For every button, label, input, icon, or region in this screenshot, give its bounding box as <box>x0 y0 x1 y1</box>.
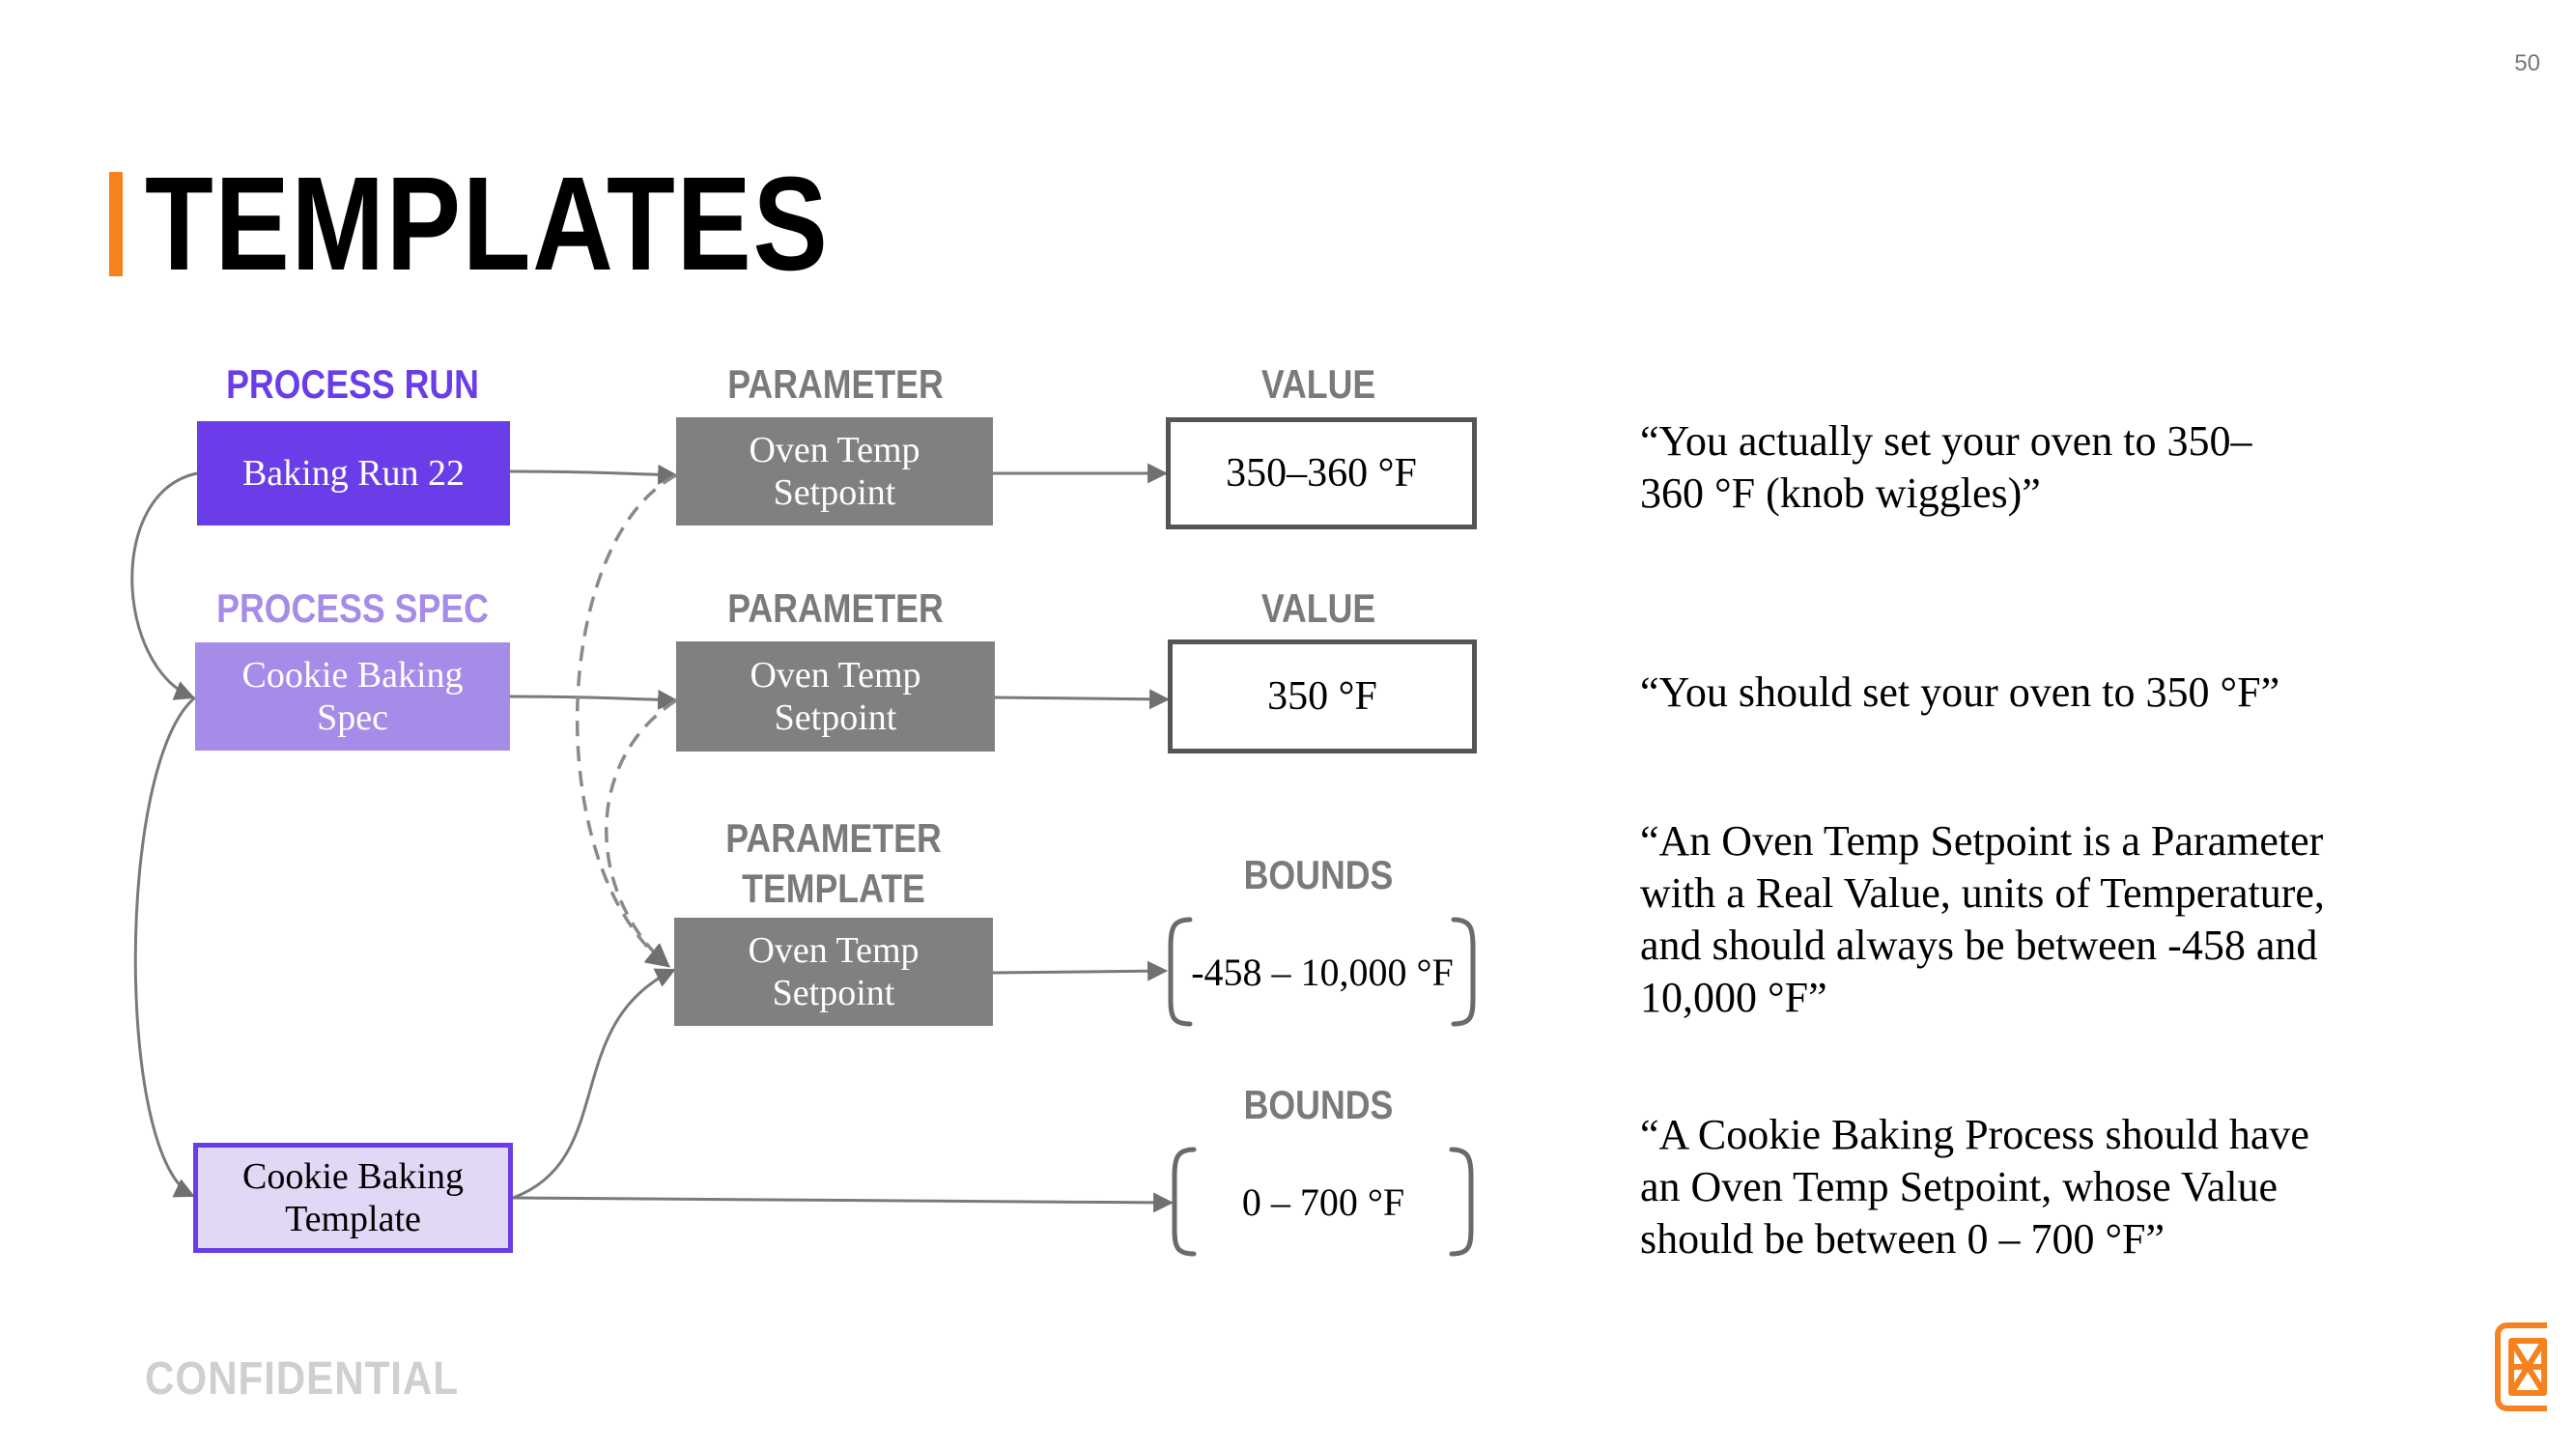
page-title: TEMPLATES <box>145 150 830 298</box>
value-run-box: 350–360 °F <box>1166 417 1477 529</box>
parameter-run-box: Oven Temp Setpoint <box>676 417 993 526</box>
parameter-run-label-line1: Oven Temp <box>749 430 920 470</box>
quote-run: “You actually set your oven to 350– 360 … <box>1640 415 2251 520</box>
quote-parameter-template-line4: 10,000 °F” <box>1640 974 1827 1021</box>
header-parameter-template: PARAMETER TEMPLATE <box>698 813 970 914</box>
quote-spec-line1: “You should set your oven to 350 °F” <box>1640 668 2280 716</box>
header-bounds: BOUNDS <box>1243 1082 1394 1127</box>
title-accent-bar <box>109 172 123 276</box>
dashed-run-param-to-template <box>576 473 677 968</box>
process-run-label: Baking Run 22 <box>241 453 466 494</box>
parameter-template-box: Oven Temp Setpoint <box>674 918 993 1026</box>
header-parameter-template-line1: PARAMETER <box>725 815 942 861</box>
arrow-spec-param-to-value <box>994 689 1171 710</box>
quote-parameter-template-line3: and should always be between -458 and <box>1640 922 2318 969</box>
arrow-template-to-param-template <box>512 968 676 1200</box>
parameter-spec-box: Oven Temp Setpoint <box>676 641 995 752</box>
process-spec-box: Cookie Baking Spec <box>195 642 510 751</box>
arrow-spec-to-template <box>133 696 196 1198</box>
parameter-spec-label-line2: Setpoint <box>774 697 897 738</box>
quote-run-line2: 360 °F (knob wiggles)” <box>1640 469 2041 517</box>
process-template-box: Cookie Baking Template <box>193 1143 513 1253</box>
bounds-param-right-bracket <box>1451 917 1476 1027</box>
header-parameter: PARAMETER <box>727 361 944 407</box>
quote-parameter-template-line1: “An Oven Temp Setpoint is a Parameter <box>1640 817 2324 865</box>
parameter-spec-label-line1: Oven Temp <box>750 655 921 696</box>
value-spec-text: 350 °F <box>1267 674 1377 719</box>
page-number: 50 <box>2514 50 2540 76</box>
arrow-run-to-spec <box>130 471 198 700</box>
header-value: VALUE <box>1260 361 1376 407</box>
process-template-label-line1: Cookie Baking <box>241 1156 465 1197</box>
bounds-param-text: -458 – 10,000 °F <box>1191 950 1454 994</box>
header-bounds: BOUNDS <box>1243 852 1394 897</box>
header-process-spec: PROCESS SPEC <box>216 585 489 631</box>
quote-process-template: “A Cookie Baking Process should have an … <box>1640 1109 2309 1265</box>
quote-process-template-line3: should be between 0 – 700 °F” <box>1640 1215 2166 1263</box>
process-spec-label-line1: Cookie Baking <box>241 655 464 696</box>
bounds-template-right-bracket <box>1449 1147 1474 1257</box>
parameter-run-label-line2: Setpoint <box>773 472 896 513</box>
arrow-param-template-to-bounds <box>992 960 1169 981</box>
parameter-template-label-line1: Oven Temp <box>748 930 920 971</box>
bounds-template-left-bracket <box>1172 1147 1197 1257</box>
header-value: VALUE <box>1260 585 1376 631</box>
arrow-spec-to-param <box>509 689 679 710</box>
value-run-text: 350–360 °F <box>1226 451 1417 496</box>
arrow-template-to-bounds <box>512 1192 1175 1213</box>
parameter-template-label-line2: Setpoint <box>772 973 895 1013</box>
citrine-logo-icon <box>2495 1322 2547 1411</box>
quote-process-template-line2: an Oven Temp Setpoint, whose Value <box>1640 1163 2279 1210</box>
header-process-run: PROCESS RUN <box>226 361 479 407</box>
dashed-spec-param-to-template <box>605 698 677 968</box>
confidential-label: CONFIDENTIAL <box>145 1353 459 1405</box>
process-template-label-line2: Template <box>285 1199 421 1239</box>
process-run-box: Baking Run 22 <box>197 421 510 526</box>
header-parameter: PARAMETER <box>727 585 944 631</box>
quote-spec: “You should set your oven to 350 °F” <box>1640 667 2279 719</box>
quote-run-line1: “You actually set your oven to 350– <box>1640 417 2252 465</box>
bounds-template-text: 0 – 700 °F <box>1241 1179 1405 1224</box>
bounds-param-left-bracket <box>1168 917 1193 1027</box>
process-spec-label-line2: Spec <box>317 697 388 738</box>
arrow-run-to-param <box>509 464 679 485</box>
quote-process-template-line1: “A Cookie Baking Process should have <box>1640 1111 2309 1158</box>
quote-parameter-template-line2: with a Real Value, units of Temperature, <box>1640 869 2325 917</box>
header-parameter-template-line2: TEMPLATE <box>742 866 925 911</box>
quote-parameter-template: “An Oven Temp Setpoint is a Parameter wi… <box>1640 815 2325 1024</box>
value-spec-box: 350 °F <box>1168 639 1477 753</box>
